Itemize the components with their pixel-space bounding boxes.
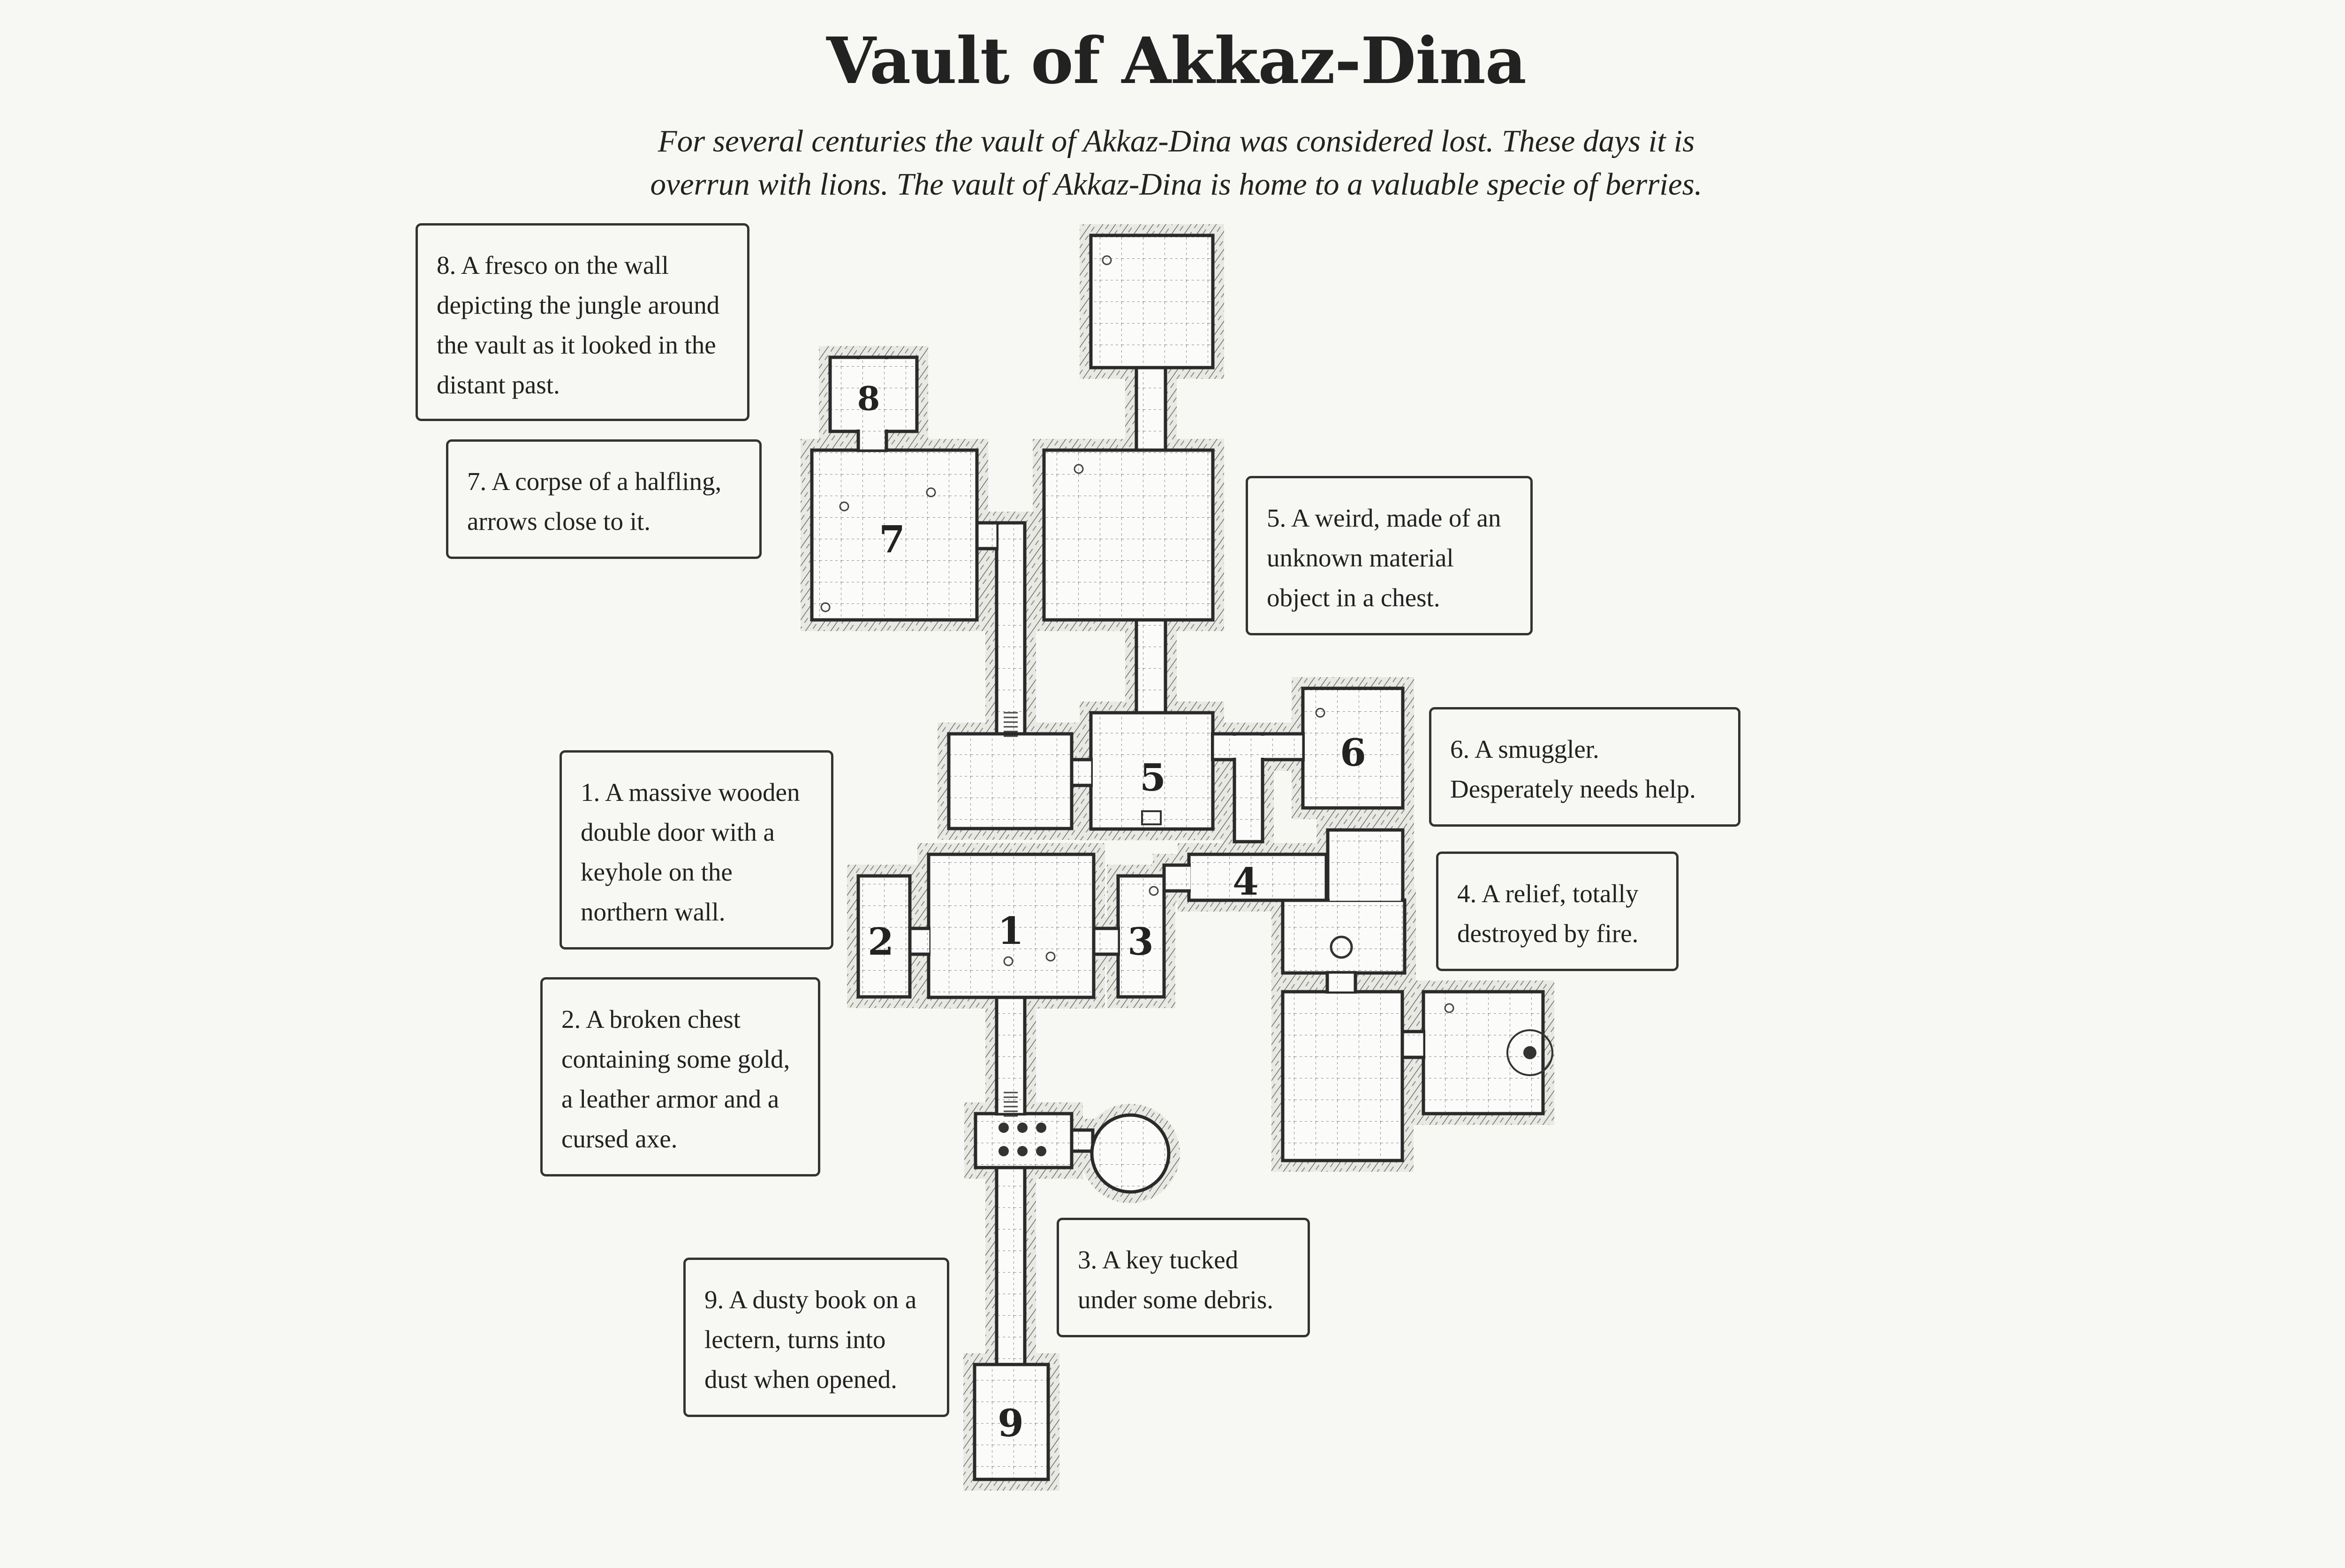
corridor-1-2-floor xyxy=(912,930,929,952)
room-north-hall-floor xyxy=(1046,452,1211,618)
corridor-north-top-floor xyxy=(1138,369,1164,448)
room-number-2: 2 xyxy=(868,920,894,964)
room-number-1: 1 xyxy=(998,909,1024,953)
pillar xyxy=(1036,1123,1046,1133)
debris xyxy=(1003,956,1014,966)
pillar xyxy=(999,1123,1009,1133)
room-number-3: 3 xyxy=(1127,920,1154,964)
corridor-pillars-circle-floor xyxy=(1074,1132,1091,1149)
room-se-west-floor xyxy=(1285,994,1400,1159)
room-2-floor xyxy=(860,878,908,995)
map-title: Vault of Akkaz-Dina xyxy=(826,23,1527,98)
room-circle xyxy=(1090,1113,1171,1194)
altar-icon xyxy=(1506,1029,1553,1076)
room-floors xyxy=(810,234,1545,1481)
room-number-9: 9 xyxy=(998,1401,1024,1445)
note-room-4: 4. A relief, totally destroyed by fire. xyxy=(1436,852,1679,971)
star-icon xyxy=(1523,1046,1536,1059)
room-labels: 1 2 3 4 5 6 7 8 9 xyxy=(857,379,1366,1446)
note-room-3: 3. A key tucked under some debris. xyxy=(1057,1218,1310,1337)
room-number-6: 6 xyxy=(1340,731,1366,775)
chest-icon xyxy=(1141,810,1162,825)
room-4-east-floor xyxy=(1330,832,1401,901)
debris xyxy=(1315,708,1325,718)
corridor-south-long-floor xyxy=(999,1169,1023,1363)
note-room-5: 5. A weird, made of an unknown material … xyxy=(1246,476,1533,635)
corridor-8-floor xyxy=(860,359,885,449)
corridor-north-5-floor xyxy=(1138,622,1164,711)
note-room-6: 6. A smuggler. Desperately needs help. xyxy=(1429,707,1740,827)
pillar xyxy=(1017,1146,1028,1156)
room-number-5: 5 xyxy=(1140,755,1166,799)
corridor-se-link-floor xyxy=(1404,1033,1423,1055)
debris xyxy=(820,602,831,612)
pillar xyxy=(1017,1123,1028,1133)
corridor-4-se-floor xyxy=(1329,974,1354,991)
corridor-7-link-floor xyxy=(979,525,996,547)
room-se-east-floor xyxy=(1425,994,1541,1112)
room-5-floor xyxy=(1093,715,1211,827)
room-number-4: 4 xyxy=(1233,859,1259,904)
debris xyxy=(1045,951,1056,962)
room-9-floor xyxy=(976,1366,1046,1478)
relief-icon xyxy=(1330,935,1353,959)
corridor-5-down-floor xyxy=(1236,736,1261,840)
room-6-floor xyxy=(1305,690,1401,806)
room-details xyxy=(820,255,1553,1156)
room-4-corridor-floor xyxy=(1191,856,1324,898)
room-west-upper-floor xyxy=(951,736,1070,827)
map-description: For several centuries the vault of Akkaz… xyxy=(650,124,1702,202)
corridor-3-4-floor xyxy=(1166,867,1190,889)
debris xyxy=(1444,1003,1454,1013)
room-1-floor xyxy=(930,856,1092,995)
note-room-2: 2. A broken chest containing some gold, … xyxy=(540,977,820,1176)
room-number-8: 8 xyxy=(857,379,880,418)
room-number-7: 7 xyxy=(879,517,905,561)
note-room-9: 9. A dusty book on a lectern, turns into… xyxy=(683,1258,949,1417)
debris xyxy=(926,487,936,498)
note-room-7: 7. A corpse of a halfling, arrows close … xyxy=(446,439,762,559)
debris xyxy=(1149,886,1159,896)
corridor-west-5-floor xyxy=(1074,761,1091,784)
debris xyxy=(1102,255,1112,265)
corridor-west-long-floor xyxy=(999,525,1023,732)
room-north-top-floor xyxy=(1093,237,1211,366)
pillar xyxy=(1036,1146,1046,1156)
corridor-1-3-floor xyxy=(1096,930,1118,952)
note-room-1: 1. A massive wooden double door with a k… xyxy=(560,750,833,950)
note-room-8: 8. A fresco on the wall depicting the ju… xyxy=(416,223,749,421)
corridor-south-floor xyxy=(999,999,1023,1113)
debris xyxy=(839,501,849,512)
debris xyxy=(1074,464,1084,474)
pillar xyxy=(999,1146,1009,1156)
room-7-floor xyxy=(814,452,975,618)
room-3-floor xyxy=(1120,878,1162,995)
